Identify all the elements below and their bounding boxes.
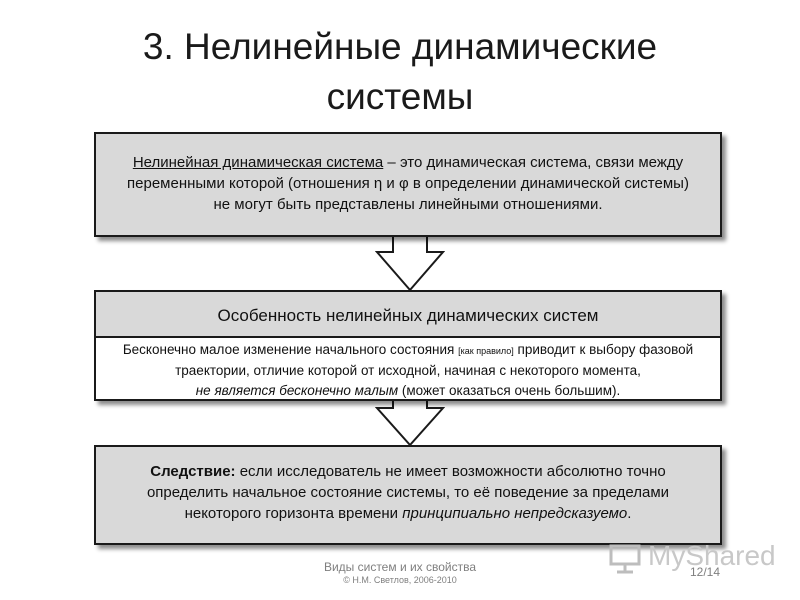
definition-line-2: переменными которой (отношения η и φ в о… [127, 175, 689, 192]
consequence-line-1-rest: если исследователь не имеет возможности … [235, 463, 666, 480]
slide-title-line1: 3. Нелинейные динамические [142, 26, 658, 67]
feature-line-1: Бесконечно малое изменение начального со… [96, 340, 720, 361]
footer-title: Виды систем и их свойства [323, 560, 477, 574]
feature-line-3-italic: не является бесконечно малым [195, 383, 399, 398]
footer-copyright: © Н.М. Светлов, 2006-2010 [343, 575, 457, 585]
consequence-line-3-a: некоторого горизонта времени [184, 505, 403, 522]
slide-title-line2: системы [326, 76, 474, 117]
feature-line-3-rest: (может оказаться очень большим). [398, 383, 621, 398]
feature-line-3: не является бесконечно малым (может оказ… [96, 381, 720, 401]
feature-note: [как правило] [458, 346, 514, 356]
definition-line-1: Нелинейная динамическая система – это ди… [96, 152, 720, 173]
consequence-line-3-end: . [627, 505, 632, 522]
footer: Виды систем и их свойства © Н.М. Светлов… [280, 560, 520, 586]
feature-line-2: траектории, отличие которой от исходной,… [175, 363, 641, 378]
definition-line-3: не могут быть представлены линейными отн… [213, 196, 603, 213]
down-arrow-1 [375, 236, 445, 292]
consequence-line-1: Следствие: если исследователь не имеет в… [96, 461, 720, 482]
consequence-line-3-italic: принципиально непредсказуемо [402, 505, 628, 522]
feature-body: Бесконечно малое изменение начального со… [96, 338, 720, 401]
watermark-text: MyShared [648, 540, 776, 571]
feature-header: Особенность нелинейных динамических сист… [96, 292, 720, 338]
feature-line-1-b: приводит к выбору фазовой [513, 342, 694, 357]
slide-title: 3. Нелинейные динамические системы [80, 22, 720, 122]
consequence-box: Следствие: если исследователь не имеет в… [94, 445, 722, 545]
down-arrow-2 [375, 400, 445, 447]
feature-box: Особенность нелинейных динамических сист… [94, 290, 722, 401]
consequence-label: Следствие: [150, 463, 236, 480]
definition-term: Нелинейная динамическая система [132, 154, 384, 171]
definition-line-1-rest: – это динамическая система, связи между [383, 154, 684, 171]
page-number: 12/14 [690, 565, 721, 579]
watermark-logo: MyShared [608, 538, 776, 574]
feature-line-1-a: Бесконечно малое изменение начального со… [122, 342, 459, 357]
consequence-line-2: определить начальное состояние системы, … [146, 484, 670, 501]
definition-box: Нелинейная динамическая система – это ди… [94, 132, 722, 237]
consequence-line-3: некоторого горизонта времени принципиаль… [96, 503, 720, 524]
presentation-icon [609, 544, 641, 574]
